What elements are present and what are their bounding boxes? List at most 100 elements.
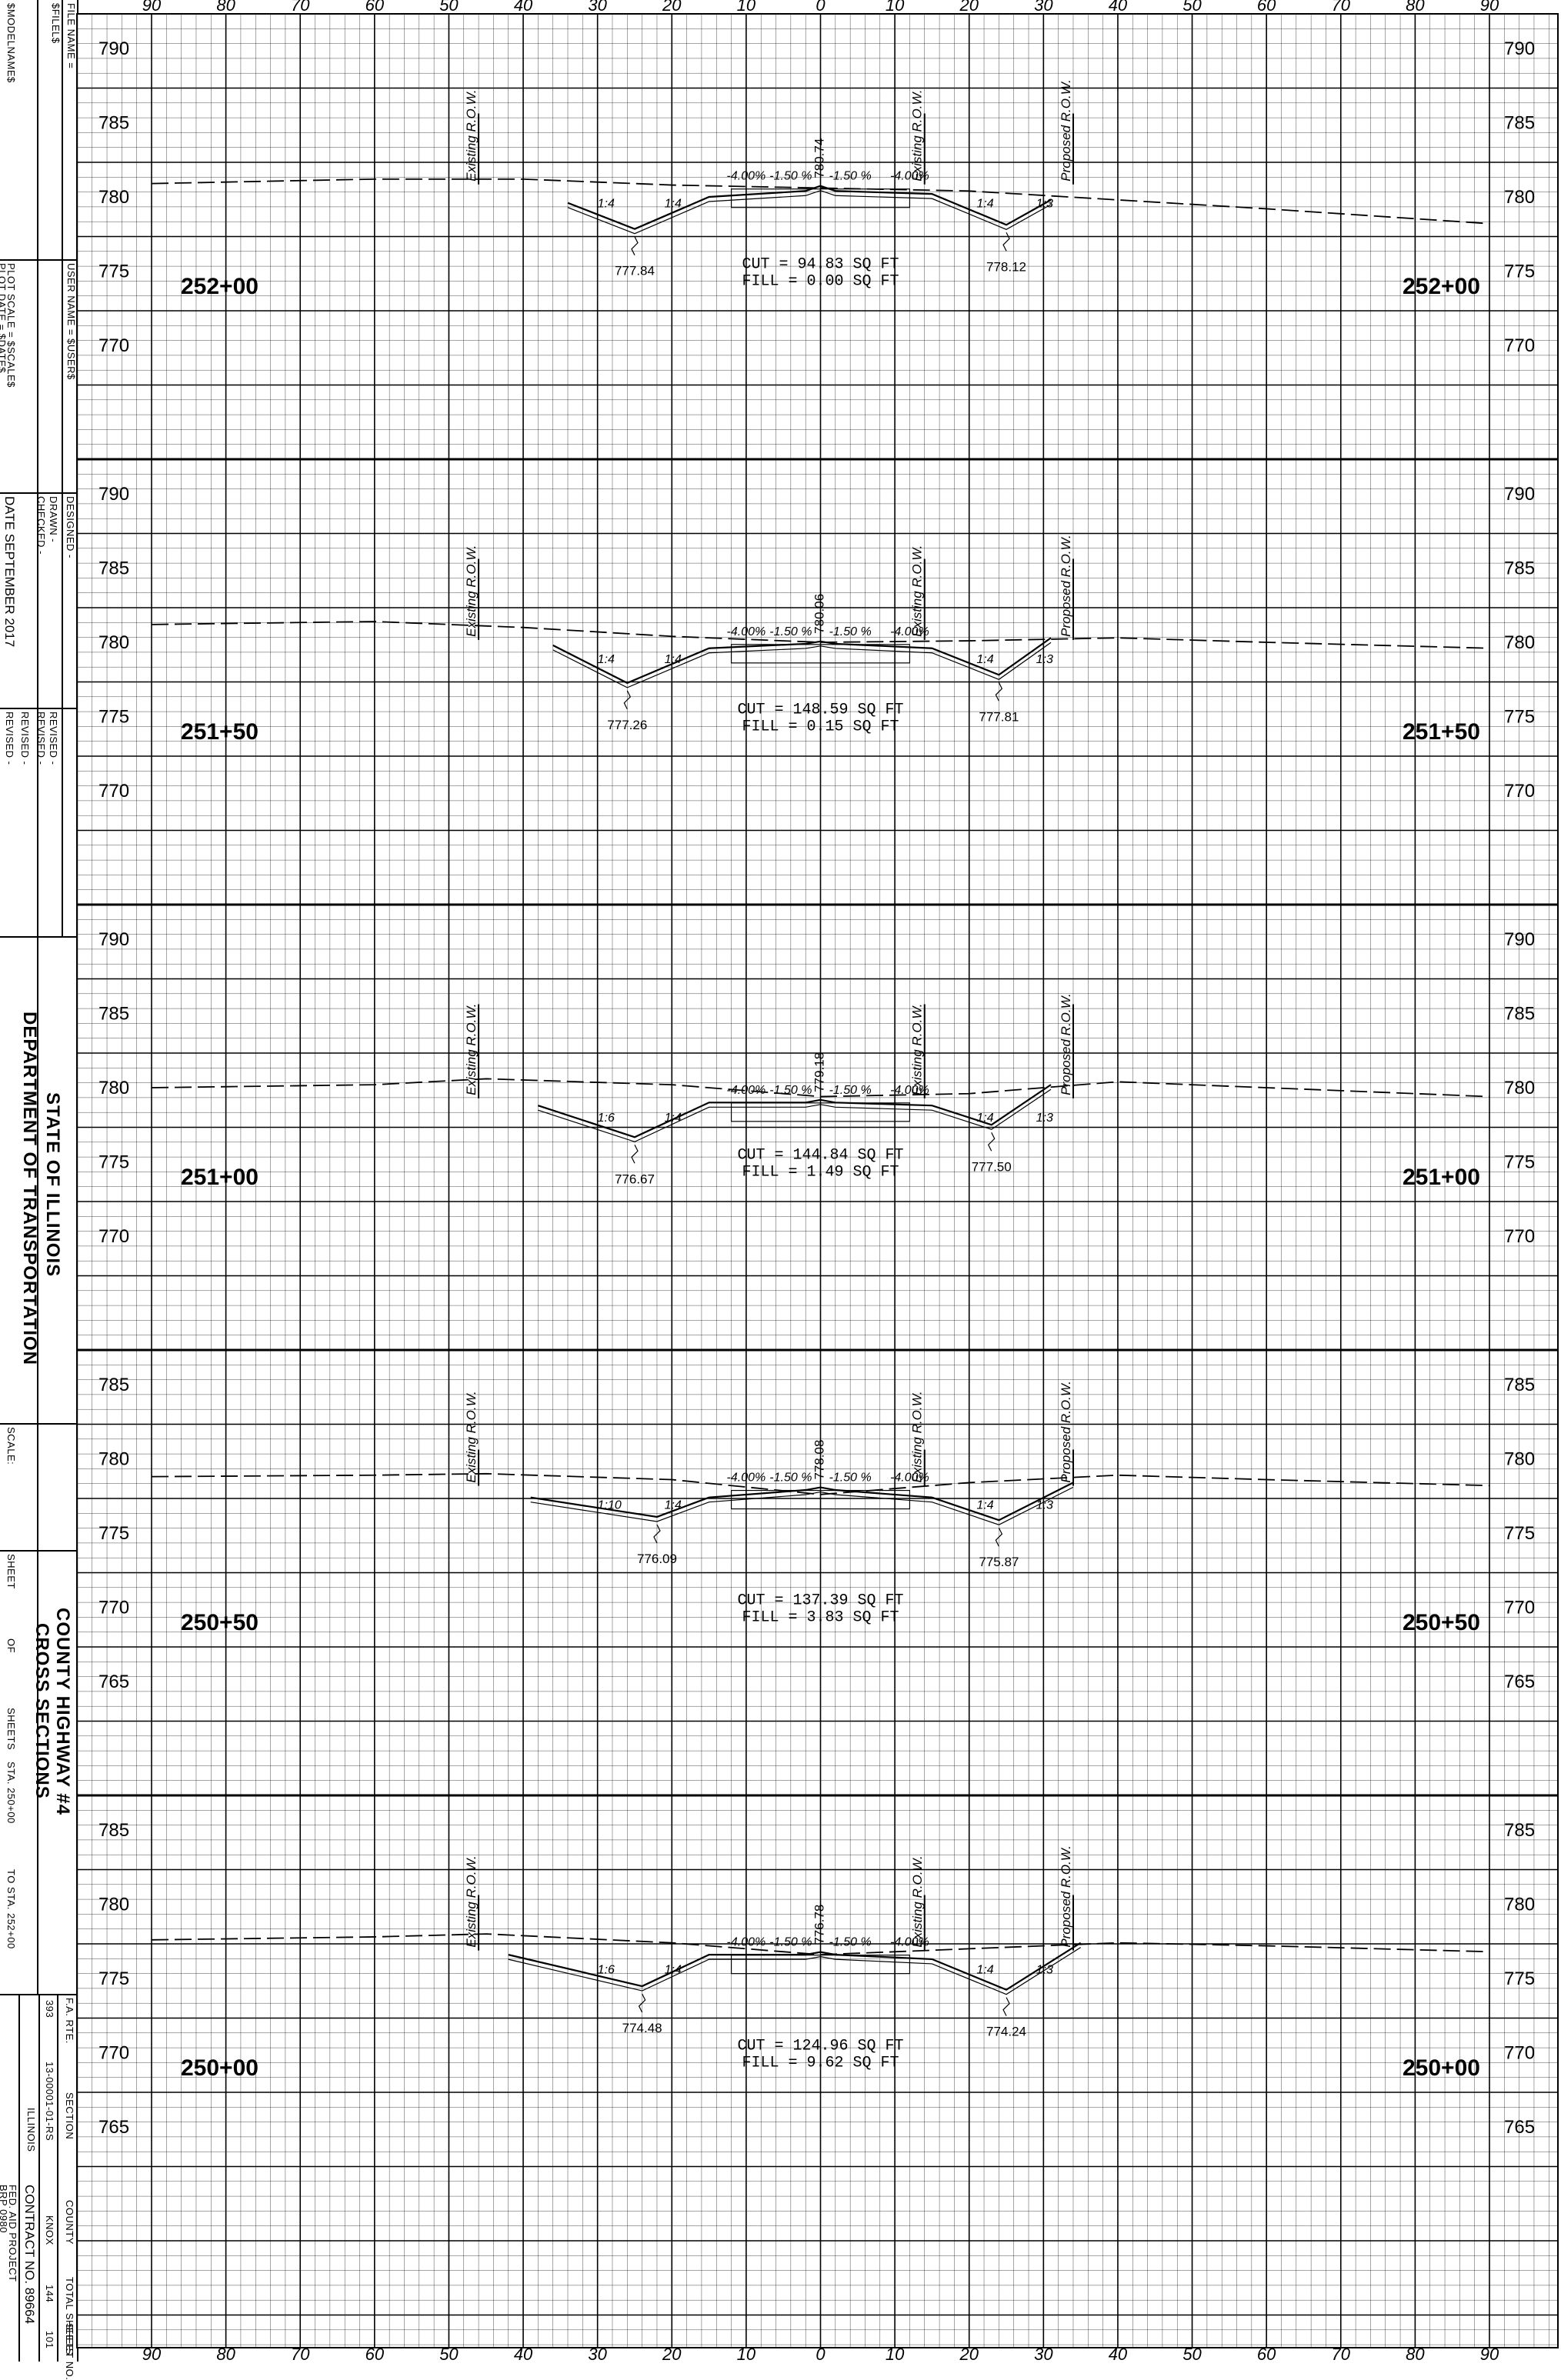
elevation-label: 780 <box>98 1449 129 1470</box>
elevation-label: 765 <box>98 2117 129 2138</box>
elevation-label: 770 <box>98 2043 129 2064</box>
elevation-label: 785 <box>1504 1004 1535 1025</box>
offset-axis: 9090808070706060505040403030202010100010… <box>142 0 1499 2362</box>
offset-tick-label: 10 <box>886 0 905 15</box>
elevation-label: 770 <box>1504 1226 1535 1247</box>
station-label-right: 252+00 <box>1403 274 1480 299</box>
proposed-subgrade-line <box>552 642 1052 688</box>
proposed-subgrade-line <box>538 1088 1052 1142</box>
elevation-label: 780 <box>1504 187 1535 208</box>
existing-ground-line <box>151 178 1490 225</box>
title-block-rule <box>0 1550 77 1552</box>
elevation-label: 775 <box>98 707 129 728</box>
elevation-label: 770 <box>1504 781 1535 802</box>
offset-tick-label: 40 <box>514 2345 533 2362</box>
proposed-subgrade-line <box>530 1486 1074 1525</box>
elevation-label: 765 <box>1504 2117 1535 2138</box>
side-slope-label: 1:3 <box>1036 1499 1053 1512</box>
elevation-label: 790 <box>98 38 129 59</box>
pavement-box <box>730 1102 911 1122</box>
cross-slope-label: -4.00% <box>890 1936 929 1949</box>
elevation-label: 780 <box>1504 632 1535 653</box>
pavement-box <box>730 1489 911 1510</box>
elevation-label: 775 <box>1504 707 1535 728</box>
offset-tick-label: 90 <box>1480 0 1499 15</box>
side-slope-label: 1:4 <box>665 1964 682 1977</box>
station-label-left: 251+00 <box>181 1165 258 1190</box>
elevation-label: 770 <box>98 781 129 802</box>
side-slope-label: 1:4 <box>598 198 615 211</box>
proposed-grade-line <box>538 1084 1052 1138</box>
side-slope-label: 1:6 <box>598 1112 615 1125</box>
offset-tick-label: 50 <box>439 2345 459 2362</box>
station-label-left: 252+00 <box>181 274 258 299</box>
cross-slope-label: -1.50 % <box>829 170 872 183</box>
ditch-arrow <box>995 1527 1003 1547</box>
existing-row-label: Existing R.O.W. <box>910 1003 925 1095</box>
fill-quantity: FILL = 9.62 SQ FT <box>742 2055 899 2072</box>
existing-row-label: Existing R.O.W. <box>464 1003 479 1095</box>
elevation-label: 775 <box>98 1968 129 1989</box>
proposed-grade-line <box>530 1482 1074 1522</box>
side-slope-label: 1:6 <box>598 1964 615 1977</box>
side-slope-label: 1:3 <box>1036 198 1053 211</box>
offset-tick-label: 50 <box>439 0 459 15</box>
fill-quantity: FILL = 3.83 SQ FT <box>742 1609 899 1627</box>
cut-quantity: CUT = 148.59 SQ FT <box>737 702 903 719</box>
offset-tick-label: 80 <box>1406 2345 1425 2362</box>
elevation-label: 775 <box>98 1523 129 1544</box>
centerline-elevation: 778.08 <box>812 1440 827 1480</box>
offset-tick-label: 30 <box>588 2345 607 2362</box>
offset-tick-label: 40 <box>514 0 533 15</box>
offset-tick-label: 50 <box>1182 2345 1202 2362</box>
offset-tick-label: 80 <box>1406 0 1425 15</box>
side-slope-label: 1:10 <box>598 1499 622 1512</box>
elevation-label: 780 <box>1504 1078 1535 1098</box>
elevation-label: 765 <box>98 1672 129 1692</box>
offset-tick-label: 40 <box>1109 2345 1128 2362</box>
ditch-arrow <box>623 690 632 710</box>
fill-quantity: FILL = 1.49 SQ FT <box>742 1164 899 1182</box>
cross-slope-label: -4.00% <box>727 1084 766 1097</box>
offset-tick-label: 20 <box>959 2345 979 2362</box>
offset-tick-label: 60 <box>365 0 385 15</box>
cut-quantity: CUT = 94.83 SQ FT <box>742 256 899 274</box>
ditch-elevation-left: 776.09 <box>637 1552 677 1566</box>
offset-tick-label: 80 <box>216 0 235 15</box>
elevation-label: 770 <box>1504 335 1535 356</box>
offset-tick-label: 0 <box>816 0 826 15</box>
cross-slope-label: -1.50 % <box>829 1936 872 1949</box>
elevation-label: 775 <box>98 262 129 282</box>
cross-slope-label: -1.50 % <box>829 1472 872 1485</box>
side-slope-label: 1:4 <box>598 653 615 666</box>
title-block-divider <box>37 1423 38 1992</box>
elevation-label: 780 <box>98 1078 129 1098</box>
ditch-arrow <box>987 1132 996 1152</box>
ditch-elevation-right: 778.12 <box>986 259 1026 274</box>
elevation-label: 790 <box>1504 38 1535 59</box>
ditch-elevation-left: 774.48 <box>622 2021 662 2035</box>
side-slope-label: 1:4 <box>665 1499 682 1512</box>
elevation-label: 775 <box>98 1152 129 1173</box>
side-slope-label: 1:4 <box>665 198 682 211</box>
cross-slope-label: -1.50 % <box>769 170 812 183</box>
station-label-right: 250+50 <box>1403 1610 1480 1635</box>
cross-slope-label: -4.00% <box>890 625 929 638</box>
cross-slope-label: -1.50 % <box>769 625 812 638</box>
offset-tick-label: 60 <box>365 2345 385 2362</box>
offset-tick-label: 30 <box>588 0 607 15</box>
cross-slope-label: -4.00% <box>727 170 766 183</box>
offset-tick-label: 60 <box>1257 0 1276 15</box>
centerline-elevation: 776.78 <box>812 1905 827 1945</box>
offset-tick-label: 10 <box>737 2345 756 2362</box>
existing-row-label: Existing R.O.W. <box>910 1855 925 1947</box>
station-label-right: 251+00 <box>1403 1165 1480 1190</box>
cross-slope-label: -4.00% <box>890 1084 929 1097</box>
existing-row-label: Existing R.O.W. <box>910 1391 925 1482</box>
elevation-label: 780 <box>1504 1895 1535 1915</box>
offset-tick-label: 40 <box>1109 0 1128 15</box>
